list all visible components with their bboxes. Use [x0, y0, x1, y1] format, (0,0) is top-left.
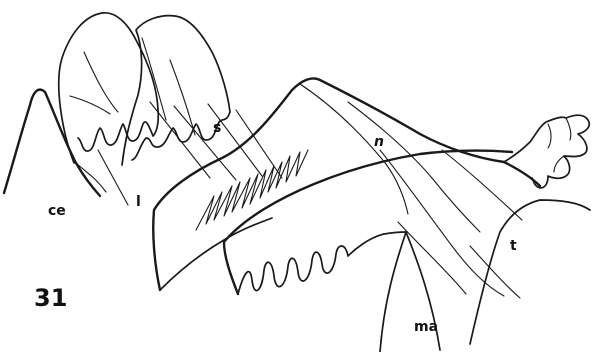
label-n: n [374, 134, 384, 150]
s-sclerite-line-3 [208, 104, 262, 176]
left-lobe-inner-fold [70, 52, 118, 114]
s-lobe-outline [122, 16, 230, 165]
label-t: t [510, 238, 517, 254]
ma-palp-line-3 [398, 222, 466, 294]
palp-segment-2 [566, 118, 571, 140]
t-line-1 [470, 200, 590, 344]
label-s: s [213, 120, 221, 136]
s-lobe-fold [142, 38, 195, 135]
blade-inner-vein-1 [300, 84, 408, 214]
blade-inner-vein-2 [348, 102, 480, 232]
label-l: l [136, 194, 141, 210]
label-ma: ma [414, 319, 438, 335]
palp-segment-3 [554, 156, 564, 172]
blade-inner-vein-3 [442, 150, 522, 220]
ma-palp-line-1 [380, 232, 406, 352]
ma-scalloped-margin [238, 232, 406, 294]
palp-outline [504, 115, 589, 188]
figure-number: 31 [34, 284, 67, 312]
ce-outline [4, 90, 100, 196]
ce-inner-line [76, 163, 106, 192]
palp-segment-1 [548, 124, 551, 148]
label-ce: ce [48, 203, 66, 219]
blade-lower-edge [160, 218, 272, 290]
